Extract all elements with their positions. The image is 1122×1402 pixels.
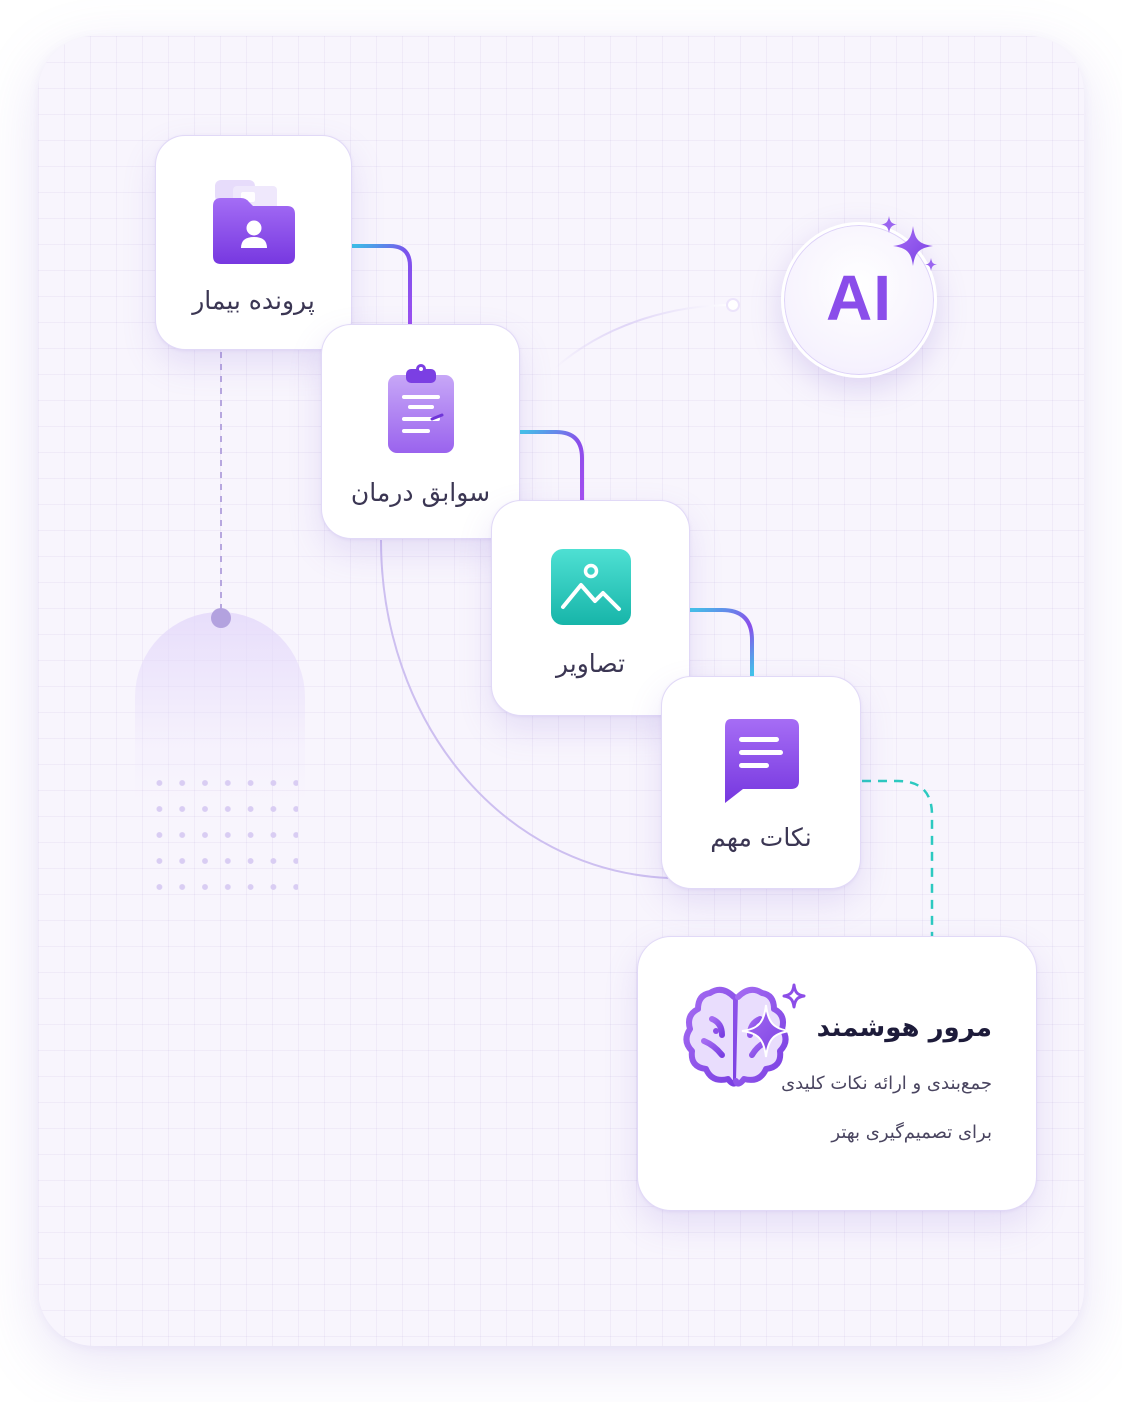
clipboard-icon xyxy=(387,364,454,453)
connector-ai-arc xyxy=(554,304,734,369)
step-label: نکات مهم xyxy=(710,823,812,852)
ai-badge: AI xyxy=(781,216,939,384)
connector-1-2 xyxy=(350,244,412,326)
connector-3-4 xyxy=(688,608,754,678)
smart-review-title: مرور هوشمند xyxy=(816,1013,992,1043)
image-icon xyxy=(550,549,631,625)
connector-2-3 xyxy=(518,430,584,502)
step-label: تصاویر xyxy=(555,649,626,678)
patient-folder-icon xyxy=(212,180,295,264)
step-label: سوابق درمان xyxy=(350,478,491,507)
step-card-images[interactable]: تصاویر xyxy=(491,500,690,716)
step-card-treatment-history[interactable]: سوابق درمان xyxy=(321,324,520,539)
decorative-dot-grid xyxy=(148,770,298,910)
chat-notes-icon xyxy=(725,719,799,803)
step-label: پرونده بیمار xyxy=(192,286,315,315)
timeline-node xyxy=(211,608,231,628)
sparkle-icon xyxy=(881,216,937,271)
step-card-patient-file[interactable]: پرونده بیمار xyxy=(155,135,352,350)
step-card-important-notes[interactable]: نکات مهم xyxy=(661,676,861,889)
big-arc xyxy=(380,539,669,879)
connector-4-smart xyxy=(862,779,934,936)
smart-review-desc-line1: جمع‌بندی و ارائه نکات کلیدی xyxy=(781,1073,992,1094)
ai-badge-text: AI xyxy=(826,262,892,334)
brain-sparkle-icon xyxy=(683,983,806,1087)
smart-review-card[interactable]: مرور هوشمند جمع‌بندی و ارائه نکات کلیدی … xyxy=(637,936,1037,1211)
connector-ai-dot xyxy=(726,298,740,312)
smart-review-desc-line2: برای تصمیم‌گیری بهتر xyxy=(831,1122,992,1143)
